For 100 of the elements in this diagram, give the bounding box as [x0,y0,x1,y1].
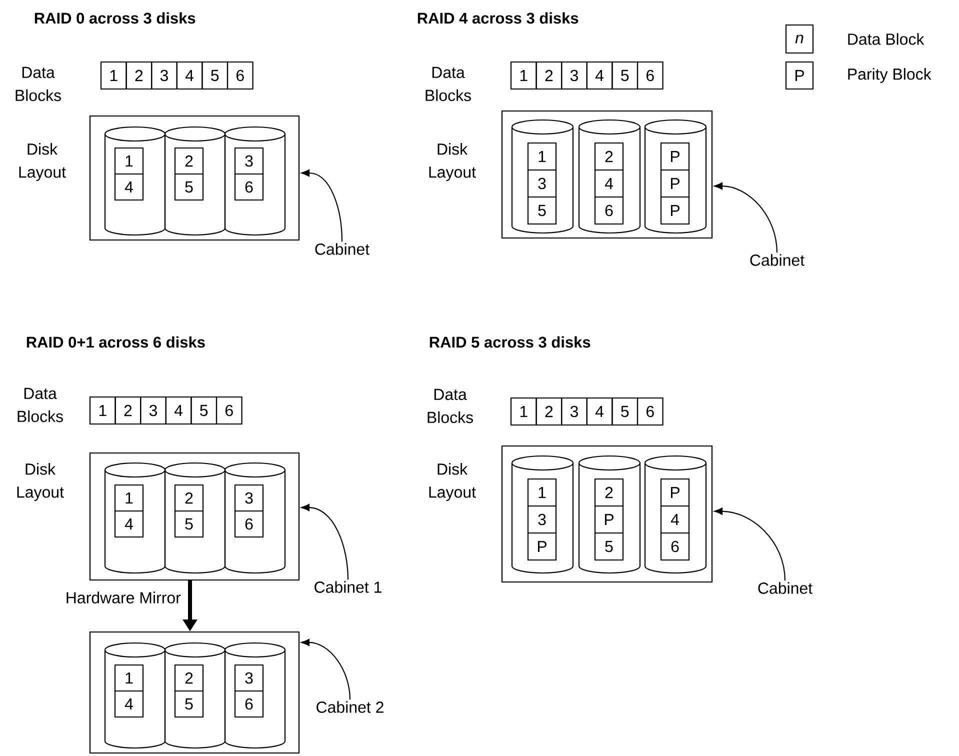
disk-cylinder [578,455,641,574]
disk-cylinder [164,126,226,236]
legend-block: P [785,61,814,90]
disk-cylinder [104,462,166,574]
block-cell: 5 [174,173,204,201]
block-cell: 4 [594,169,624,198]
block-cell: 3 [234,664,264,692]
row-label: Data Blocks [426,66,471,102]
disk-cylinder [164,462,226,574]
block-cell: 6 [594,196,624,225]
block-caption: Data Block [848,33,924,45]
row-label: Data Blocks [428,388,473,424]
cabinet-box [501,445,713,583]
block-cell: 3 [561,397,588,426]
cabinet-box [89,631,300,754]
disk-cylinder [104,642,166,749]
cabinet-box [89,115,300,241]
leader-arrow [301,638,351,700]
block-cell: 4 [176,61,203,90]
block-cell: 4 [114,690,144,718]
block-cell: 4 [586,61,613,90]
row-label: Disk Layout [17,463,64,501]
block-cell: 2 [126,61,152,90]
disk-cylinder [511,119,574,234]
panel-title: RAID 4 across 3 disks [418,12,578,24]
disk-cylinder [224,642,286,749]
block-caption: Parity Block [848,68,932,83]
block-cell: 5 [612,397,638,426]
block-cell: 5 [612,61,638,90]
disk-cylinder [224,126,286,236]
leader-arrow [301,504,349,580]
cabinet-label: Cabinet [750,254,804,266]
block-cell: 6 [234,690,264,718]
block-cell: 6 [216,396,242,425]
block-cell: 2 [594,478,624,507]
edge-label: Hardware Mirror [66,592,181,604]
cabinet-box [89,452,300,581]
block-cell: 2 [174,147,204,175]
block-cell: 4 [114,173,144,201]
block-cell: 4 [660,505,690,534]
disk-cylinder [164,642,226,749]
disk-cylinder [644,455,707,574]
block-cell: P [594,505,624,534]
disk-cylinder [644,119,707,234]
block-cell: 2 [594,142,624,171]
block-cell: 5 [527,196,557,225]
legend-block: n [785,24,814,54]
row-label: Disk Layout [19,143,66,181]
block-cell: 5 [174,690,204,718]
panel-title: RAID 5 across 3 disks [430,336,590,348]
disk-cylinder [224,462,286,574]
cabinet-label: Cabinet [315,243,370,255]
block-cell: 2 [536,397,562,426]
block-cell: 6 [636,61,664,90]
block-cell: 1 [114,147,144,175]
block-cell: 4 [114,510,144,538]
panel-title: RAID 0+1 across 6 disks [26,336,205,348]
block-cell: P [660,169,690,198]
row-label: Disk Layout [429,143,476,181]
disk-cylinder [578,119,641,234]
row-label: Disk Layout [429,463,476,501]
block-cell: 1 [510,61,537,90]
block-cell: 3 [561,61,588,90]
leader-arrow [714,508,786,581]
block-cell: 3 [234,484,264,512]
block-cell: 6 [660,532,690,561]
block-cell: 3 [151,61,178,90]
panel-title: RAID 0 across 3 disks [34,12,196,24]
cabinet-label: Cabinet [758,582,812,594]
block-cell: 1 [100,61,127,90]
block-cell: 3 [527,169,557,198]
disk-cylinder [511,455,574,574]
block-cell: 1 [527,142,557,171]
disk-cylinder [104,126,166,236]
block-cell: 1 [527,478,557,507]
leader-arrow [301,169,343,242]
row-label: Data Blocks [16,66,61,102]
block-cell: P [660,142,690,171]
block-cell: 1 [89,396,116,425]
block-cell: 5 [174,510,204,538]
block-cell: P [660,478,690,507]
block-cell: 6 [234,510,264,538]
block-cell: 2 [174,484,204,512]
block-cell: 4 [586,397,613,426]
block-cell: 6 [636,397,664,426]
cabinet-label: Cabinet 2 [316,701,384,713]
cabinet-box [501,110,713,239]
cabinet-label: Cabinet 1 [314,581,382,593]
block-cell: 5 [202,61,228,90]
block-cell: P [660,196,690,225]
block-cell: 6 [226,61,254,90]
block-cell: 2 [174,664,204,692]
block-cell: 2 [114,396,142,425]
block-cell: P [527,532,557,561]
block-cell: 5 [190,396,218,425]
block-cell: 2 [536,61,562,90]
block-cell: 1 [510,397,537,426]
block-cell: 4 [165,396,192,425]
block-cell: 3 [140,396,166,425]
block-cell: 6 [234,173,264,201]
